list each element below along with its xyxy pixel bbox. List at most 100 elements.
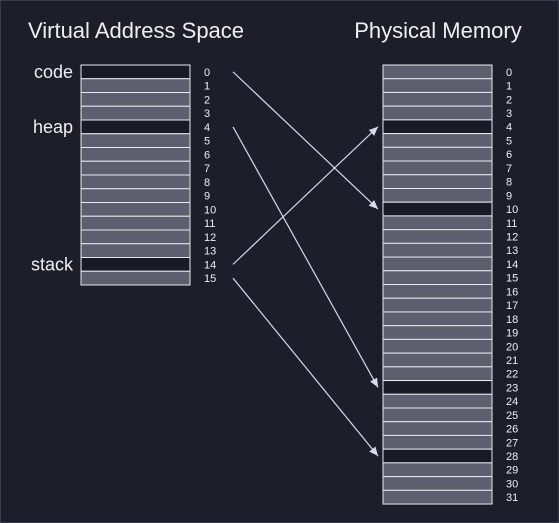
segment-label-stack: stack (31, 254, 74, 274)
virtual-page-used (80, 64, 191, 80)
physical-frame (382, 229, 493, 244)
physical-frame (382, 325, 493, 340)
virtual-page (80, 133, 191, 148)
physical-frame (382, 434, 493, 450)
physical-frame-used (382, 448, 493, 464)
physical-frame-number: 31 (506, 492, 518, 504)
physical-frame-number: 3 (506, 108, 512, 120)
physical-frame-number: 12 (506, 232, 518, 244)
physical-frame (382, 256, 493, 272)
physical-frame (382, 174, 493, 189)
virtual-page-number: 2 (204, 94, 210, 106)
virtual-page (80, 174, 191, 190)
physical-frame (382, 393, 493, 409)
mapping-arrow-page-0-to-frame-10 (232, 71, 379, 210)
segment-labels: code heap stack (31, 62, 74, 275)
virtual-page-number: 6 (204, 149, 210, 161)
physical-frame-number: 15 (506, 273, 518, 285)
virtual-address-space-title: Virtual Address Space (28, 18, 244, 43)
virtual-page-number: 12 (204, 232, 216, 244)
virtual-page-used (80, 257, 191, 272)
physical-frame-number: 8 (506, 177, 512, 189)
physical-frame-number: 17 (506, 300, 518, 312)
physical-frame (382, 64, 493, 80)
virtual-page-number: 11 (204, 218, 215, 230)
physical-frame-number: 6 (506, 149, 512, 161)
physical-frame (382, 338, 493, 354)
physical-frame (382, 311, 493, 327)
virtual-page-number: 3 (204, 108, 210, 120)
virtual-page (80, 188, 191, 203)
virtual-page-number: 0 (204, 67, 210, 79)
virtual-page-number: 10 (204, 204, 216, 216)
physical-frame (382, 421, 493, 436)
physical-frame-number: 23 (506, 382, 518, 394)
physical-frame (382, 284, 493, 299)
physical-frame-used (382, 201, 493, 217)
mapping-arrow-page-4-to-frame-23 (232, 126, 379, 388)
virtual-page-number: 14 (204, 259, 216, 271)
virtual-page (80, 160, 191, 176)
physical-frame-used (382, 380, 493, 395)
physical-frame (382, 476, 493, 491)
physical-frame-number: 10 (506, 204, 518, 216)
physical-frame (382, 105, 493, 121)
physical-frame (382, 146, 493, 162)
physical-frame-number: 24 (506, 396, 518, 408)
virtual-page (80, 243, 191, 258)
physical-frame-number: 13 (506, 245, 518, 257)
virtual-page-number: 8 (204, 177, 210, 189)
physical-frame (382, 489, 493, 505)
physical-frame (382, 407, 493, 423)
physical-frame-numbers: 0123456789101112131415161718192021222324… (506, 67, 518, 504)
physical-frame-number: 2 (506, 94, 512, 106)
virtual-page-number: 7 (204, 163, 210, 175)
virtual-page-number: 1 (204, 81, 210, 93)
physical-frame-number: 0 (506, 67, 512, 79)
physical-frame (382, 187, 493, 203)
physical-frame-number: 26 (506, 424, 518, 436)
physical-frame (382, 366, 493, 382)
virtual-page (80, 147, 191, 162)
virtual-page (80, 215, 191, 231)
physical-frame-number: 1 (506, 81, 512, 93)
virtual-page (80, 105, 191, 121)
segment-label-heap: heap (33, 117, 73, 137)
physical-frame (382, 297, 493, 313)
physical-frame-number: 28 (506, 451, 518, 463)
physical-frame-number: 19 (506, 328, 518, 340)
mapping-arrow-page-15-to-frame-28 (232, 277, 379, 457)
virtual-page (80, 78, 191, 93)
virtual-page (80, 229, 191, 245)
physical-frame-number: 14 (506, 259, 518, 271)
virtual-page-number: 9 (204, 191, 210, 203)
physical-frame-number: 11 (506, 218, 517, 230)
mapping-arrow-page-14-to-frame-4 (232, 126, 379, 265)
physical-frame-number: 9 (506, 190, 512, 202)
virtual-page-table (80, 64, 191, 286)
page-mapping-arrows (232, 71, 379, 457)
virtual-page-number: 15 (204, 273, 216, 285)
virtual-page-number: 13 (204, 246, 216, 258)
physical-frame-number: 16 (506, 286, 518, 298)
virtual-page (80, 270, 191, 286)
physical-frame (382, 242, 493, 258)
virtual-page (80, 92, 191, 107)
physical-frame (382, 91, 493, 107)
physical-frame-used (382, 119, 493, 135)
virtual-page (80, 202, 191, 217)
physical-frame-number: 22 (506, 369, 518, 381)
virtual-page-used (80, 119, 191, 135)
physical-frame (382, 270, 493, 286)
physical-frame-number: 5 (506, 135, 512, 147)
physical-frame-number: 25 (506, 410, 518, 422)
physical-frame (382, 133, 493, 148)
physical-frame (382, 160, 493, 176)
virtual-page-number: 4 (204, 122, 210, 134)
physical-frame-number: 27 (506, 437, 518, 449)
physical-frame-number: 7 (506, 163, 512, 175)
segment-label-code: code (34, 62, 73, 82)
physical-frame (382, 78, 493, 93)
